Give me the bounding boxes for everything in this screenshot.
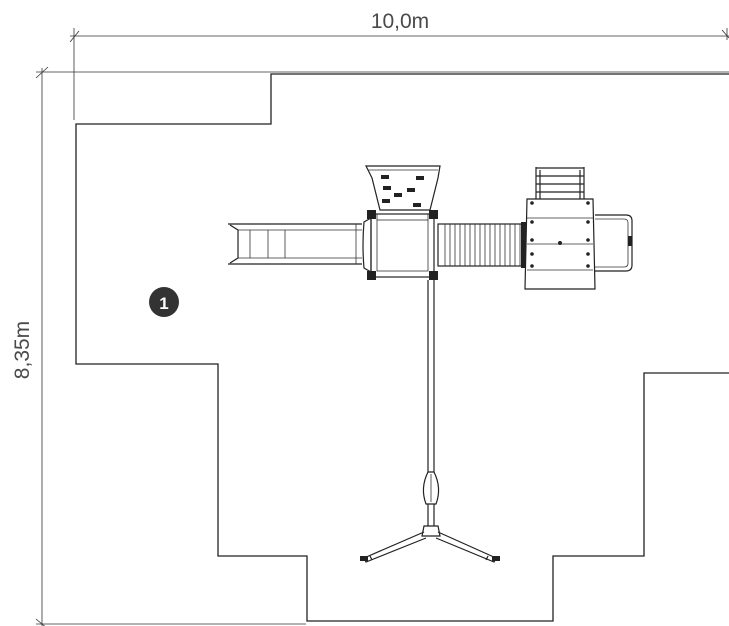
- ladder: [535, 167, 585, 200]
- slide: [228, 223, 362, 265]
- tripod-base: [360, 525, 500, 563]
- cable-pole: [422, 280, 440, 530]
- height-dimension-label: 8,35m: [11, 321, 34, 379]
- width-dimension: 10,0m: [69, 10, 729, 120]
- second-tower: [524, 198, 633, 290]
- climbing-wall: [365, 165, 441, 211]
- playground-equipment: [228, 165, 633, 563]
- height-dimension: 8,35m: [11, 66, 729, 626]
- area-marker-label: 1: [159, 294, 168, 313]
- site-boundary: [75, 73, 729, 622]
- main-tower: [362, 210, 438, 280]
- bridge: [437, 222, 527, 268]
- width-dimension-label: 10,0m: [371, 10, 429, 33]
- area-marker: 1: [149, 287, 179, 317]
